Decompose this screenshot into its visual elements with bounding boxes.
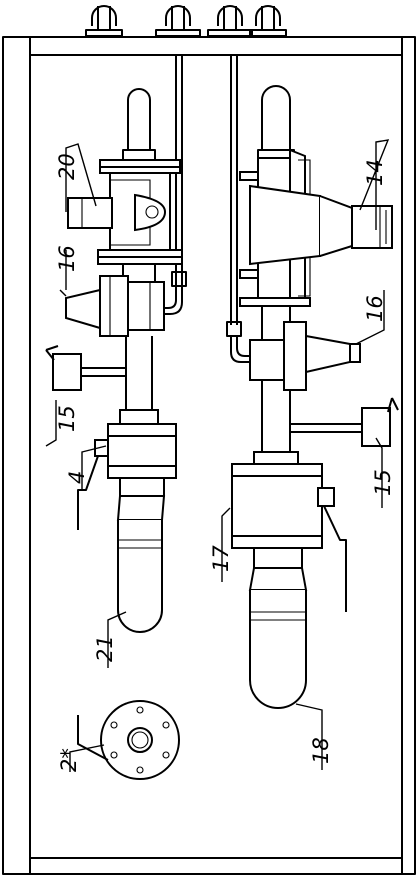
callout-2: 2* [57,748,81,772]
callout-16-right: 16 [363,295,387,322]
left-gas-line [45,88,183,633]
callout-15-left: 15 [55,405,79,432]
flange-part-2 [77,700,180,780]
right-gas-line [231,85,399,709]
top-pipe-supports [85,5,287,37]
callout-leaders [45,139,390,772]
callout-14: 14 [363,159,387,186]
callout-16-left: 16 [55,245,79,272]
callout-17: 17 [209,545,233,572]
callout-21: 21 [93,635,117,662]
impulse-tube-right [226,55,250,363]
callout-15-right: 15 [371,469,395,496]
callout-labels: 20 14 16 16 15 15 4 17 21 18 2* [55,153,395,772]
callout-4: 4 [65,471,89,484]
callout-20: 20 [55,153,79,180]
callout-18: 18 [309,737,333,764]
